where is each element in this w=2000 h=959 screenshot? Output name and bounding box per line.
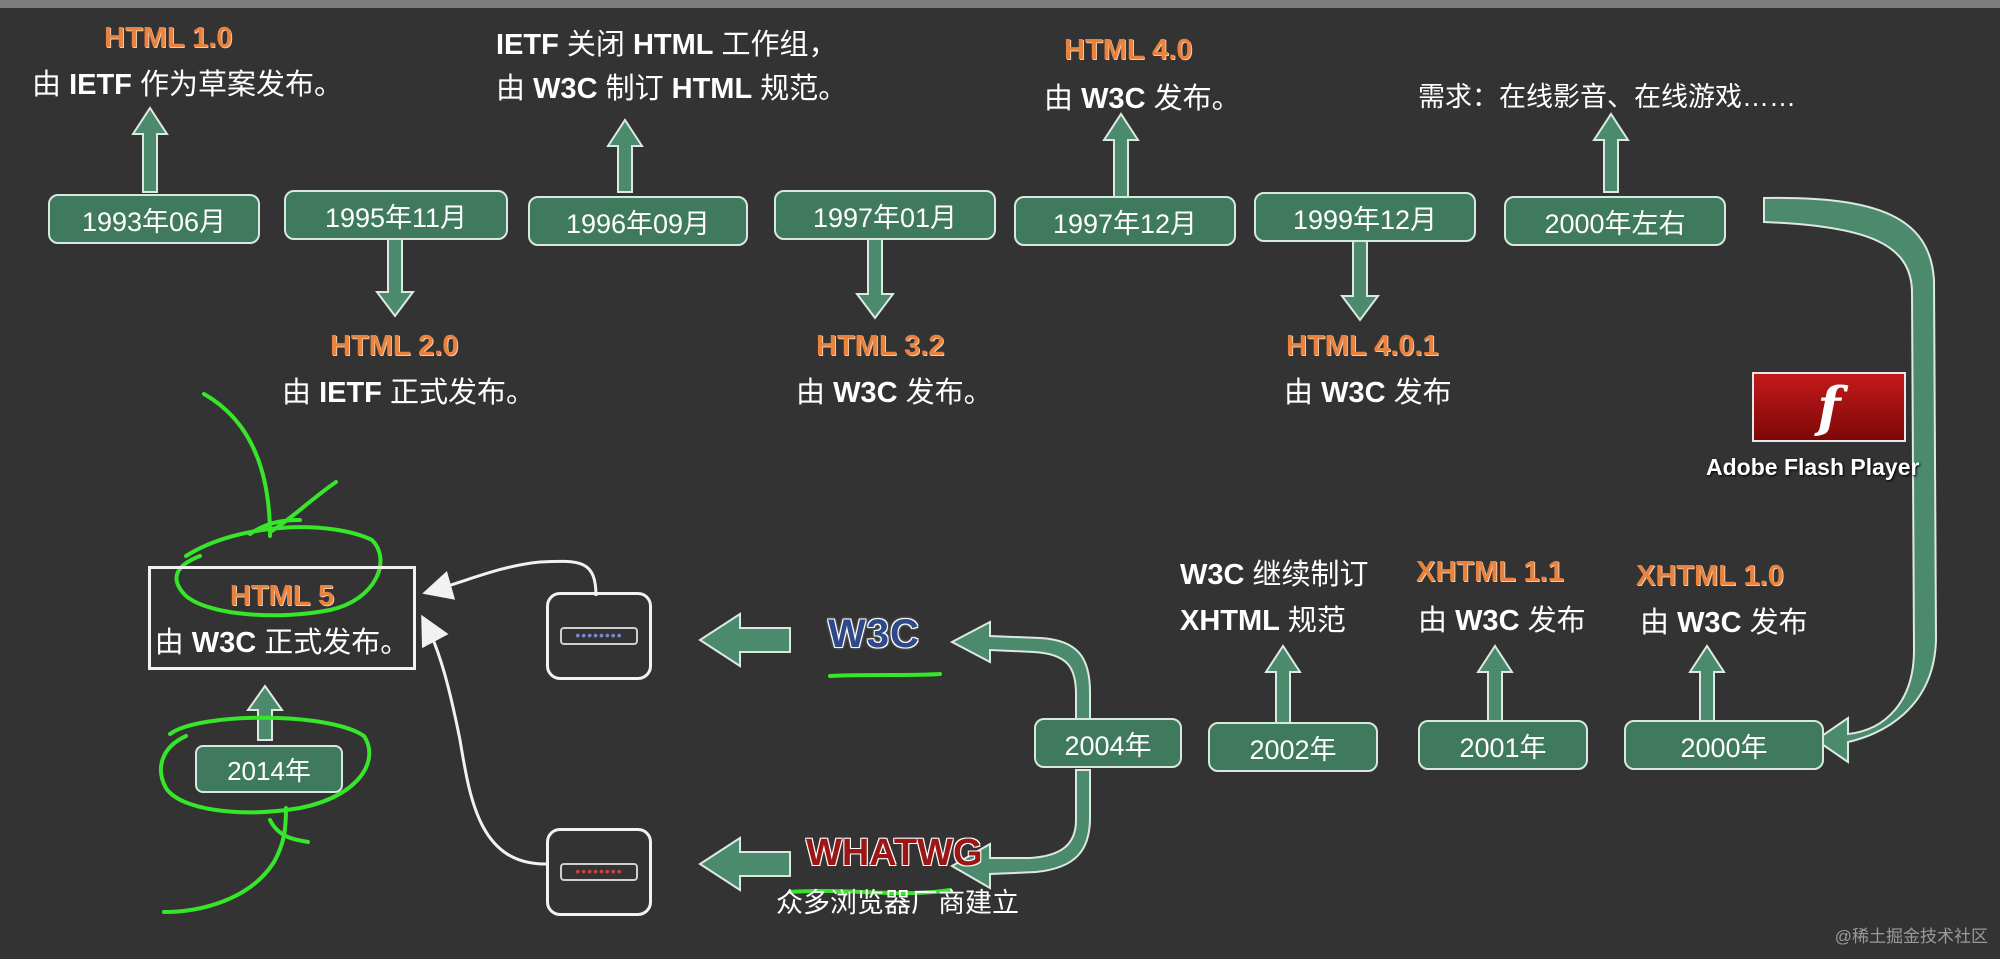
version-html5: HTML 5 (229, 580, 335, 612)
version-html-1-0: HTML 1.0 (104, 22, 233, 54)
date-label: 2004年 (1064, 730, 1152, 761)
date-label: 1999年12月 (1292, 204, 1438, 235)
desc-2002-line1: W3C 继续制订 (1180, 559, 1369, 591)
connector-bottom (421, 614, 549, 866)
annotation-strike-whatwg (788, 888, 952, 896)
w3c-dots: •••••••• (560, 627, 638, 645)
date-label: 2000年 (1680, 732, 1768, 763)
date-pill-1996: 1996年09月 (528, 196, 748, 246)
window-top-bar (0, 0, 2000, 8)
arrow-left-whatwg (698, 836, 791, 892)
arrow-up-2001 (1476, 644, 1514, 725)
date-label: 1997年01月 (812, 202, 958, 233)
version-html-2-0: HTML 2.0 (330, 330, 459, 362)
date-pill-2001: 2001年 (1418, 720, 1588, 770)
whatwg-logo: WHATWG (806, 832, 983, 874)
date-label: 1995年11月 (324, 202, 468, 233)
arrow-down-1995 (375, 235, 415, 318)
arrow-curve-right (1763, 196, 1938, 764)
desc-1997-12: 由 W3C 发布。 (1044, 83, 1241, 115)
desc-1997-01: 由 W3C 发布。 (796, 377, 993, 409)
date-label: 2014年 (227, 755, 311, 786)
date-pill-2014: 2014年 (195, 745, 343, 793)
desc-2001: 由 W3C 发布 (1418, 605, 1586, 637)
desc-1996-line2: 由 W3C 制订 HTML 规范。 (496, 73, 848, 105)
date-label: 2002年 (1249, 734, 1337, 765)
date-label: 1993年06月 (81, 206, 227, 237)
arrow-up-2000-era (1592, 112, 1630, 193)
version-html-3-2: HTML 3.2 (816, 330, 945, 362)
date-pill-1997-12: 1997年12月 (1014, 196, 1236, 246)
whatwg-dots: •••••••• (560, 863, 638, 881)
desc-1996-line1: IETF 关闭 HTML 工作组， (496, 29, 838, 61)
date-label: 2001年 (1459, 732, 1547, 763)
desc-1995: 由 IETF 正式发布。 (282, 377, 535, 409)
annotation-arrow-bottom (162, 806, 310, 914)
version-xhtml-1-0: XHTML 1.0 (1636, 560, 1784, 592)
desc-1993: 由 IETF 作为草案发布。 (32, 69, 343, 101)
arrow-up-2000 (1688, 644, 1726, 725)
date-pill-2002: 2002年 (1208, 722, 1378, 772)
whatwg-draft-box: •••••••• (546, 828, 652, 916)
html5-box (148, 566, 416, 670)
date-pill-2000: 2000年 (1624, 720, 1824, 770)
annotation-circle-2014 (158, 715, 372, 815)
flash-player-icon: f (1752, 372, 1906, 442)
w3c-logo: W3C (828, 612, 920, 656)
date-label: 2000年左右 (1544, 208, 1686, 239)
date-pill-1993: 1993年06月 (48, 194, 260, 244)
annotation-arrow-top (202, 392, 338, 538)
watermark: @稀土掘金技术社区 (1834, 927, 1988, 946)
date-pill-1999: 1999年12月 (1254, 192, 1476, 242)
arrow-up-2014 (246, 684, 284, 741)
desc-2000-era: 需求：在线影音、在线游戏…… (1418, 82, 1796, 112)
desc-1999: 由 W3C 发布 (1284, 377, 1452, 409)
desc-html5: 由 W3C 正式发布。 (154, 627, 410, 659)
connector-top (422, 559, 598, 600)
date-pill-2004: 2004年 (1034, 718, 1182, 768)
version-xhtml-1-1: XHTML 1.1 (1416, 556, 1564, 588)
annotation-circle-html5 (174, 525, 383, 618)
flash-player-label: Adobe Flash Player (1706, 454, 1920, 480)
arrow-up-1993 (131, 106, 169, 193)
arrow-up-1997-12 (1102, 112, 1140, 199)
date-pill-1995: 1995年11月 (284, 190, 508, 240)
desc-2002-line2: XHTML 规范 (1180, 605, 1346, 637)
w3c-draft-box: •••••••• (546, 592, 652, 680)
annotation-underline-w3c (828, 672, 942, 678)
arrow-up-1996 (606, 118, 644, 193)
version-html-4-0-1: HTML 4.0.1 (1286, 330, 1439, 362)
desc-2000: 由 W3C 发布 (1640, 607, 1808, 639)
arrow-left-w3c (698, 612, 791, 668)
date-label: 1997年12月 (1052, 208, 1198, 239)
date-pill-1997-01: 1997年01月 (774, 190, 996, 240)
version-html-4-0: HTML 4.0 (1064, 34, 1193, 66)
arrow-up-2002 (1264, 644, 1302, 725)
arrow-down-1997-01 (855, 237, 895, 320)
whatwg-desc: 众多浏览器厂商建立 (776, 888, 1019, 918)
arrow-down-1999 (1340, 239, 1380, 322)
arrow-split-2004 (949, 620, 1091, 890)
date-label: 1996年09月 (565, 208, 711, 239)
date-pill-2000-era: 2000年左右 (1504, 196, 1726, 246)
